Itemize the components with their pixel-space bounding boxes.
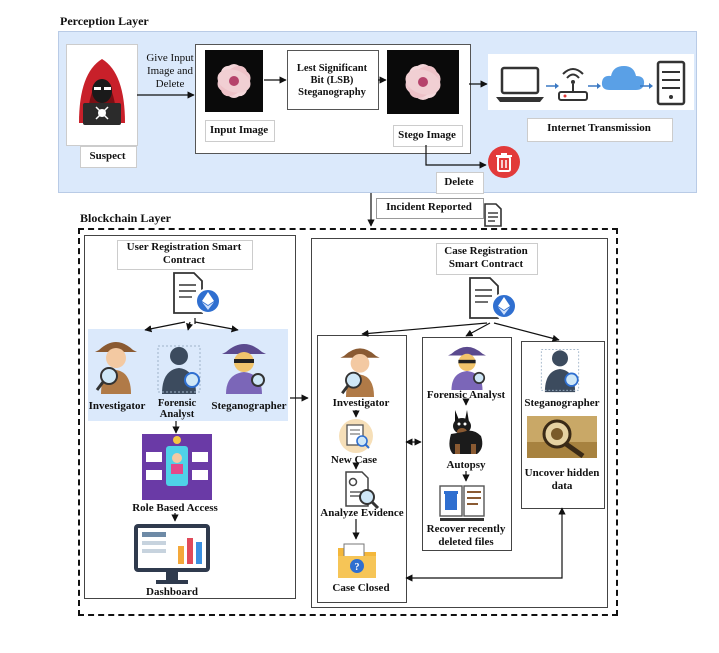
delete-label: Delete [444,176,474,188]
case-contract-icon [469,277,517,319]
uncover-magnifier-image [527,416,597,458]
forensic-analyst-icon [157,345,201,394]
user-contract-icon [173,272,221,314]
case-closed-label: Case Closed [332,582,390,594]
incident-label-box [376,198,484,219]
blockchain-layer-border [78,228,618,616]
server-icon [656,60,686,106]
report-document-icon [484,203,502,227]
delete-label-box [436,172,484,194]
user-reg-box [117,240,253,270]
analyze-evidence-icon [345,471,380,510]
role-access-label: Role Based Access [132,502,218,514]
case-forensic-icon [448,346,486,390]
dashboard-icon [134,524,210,584]
steganographer-label: Steganographer [211,400,287,412]
internet-label: Internet Transmission [547,122,651,134]
case-reg-box [436,243,538,275]
arrow-to-router-icon [546,83,559,89]
case-closed-icon: ? [338,543,376,578]
forensic-analyst-label: Forensic Analyst [157,398,197,420]
router-icon [558,68,588,101]
suspect-text: Suspect [89,150,126,162]
incident-label: Incident Reported [386,201,472,213]
lsb-label: Lest Significant Bit (LSB) Steganography [296,63,368,98]
stego-image-label-box [393,125,463,147]
user-reg-label: User Registration Smart Contract [126,241,242,266]
analyze-evidence-label: Analyze Evidence [320,507,404,519]
input-flower-image [205,50,263,112]
stego-image-label: Stego Image [398,129,456,141]
case-investigator-label: Investigator [332,397,390,409]
arrow-to-server-icon [640,83,653,89]
perception-layer-title: Perception Layer [60,14,149,28]
input-image-label: Input Image [209,124,269,136]
case-steg-icon [540,349,580,393]
input-image-label-box [205,120,275,142]
delete-trash-icon [488,146,520,178]
new-case-label: New Case [330,454,378,466]
case-forensic-label: Forensic Analyst [426,389,506,401]
hacker-icon [79,59,125,125]
case-investigator-icon [340,348,380,397]
role-access-icon [142,434,212,500]
case-reg-label: Case Registration Smart Contract [444,245,528,270]
autopsy-label: Autopsy [446,459,486,471]
give-input-label: Give Input Image and Delete [146,52,194,90]
autopsy-dog-icon [449,410,483,454]
cloud-icon [601,66,645,90]
blockchain-layer-title: Blockchain Layer [80,211,172,225]
new-case-icon [339,419,373,453]
arrow-to-cloud-icon [588,83,601,89]
steganographer-icon [222,344,266,394]
uncover-label: Uncover hidden data [524,467,600,492]
laptop-icon [496,66,544,102]
suspect-label-box [80,146,137,168]
dashboard-label: Dashboard [146,586,198,598]
stego-flower-image [387,50,459,114]
investigator-label: Investigator [88,400,146,412]
case-steg-label: Steganographer [524,397,600,409]
internet-label-box [527,118,673,142]
svg-text:?: ? [355,562,360,573]
investigator-icon [95,342,137,394]
